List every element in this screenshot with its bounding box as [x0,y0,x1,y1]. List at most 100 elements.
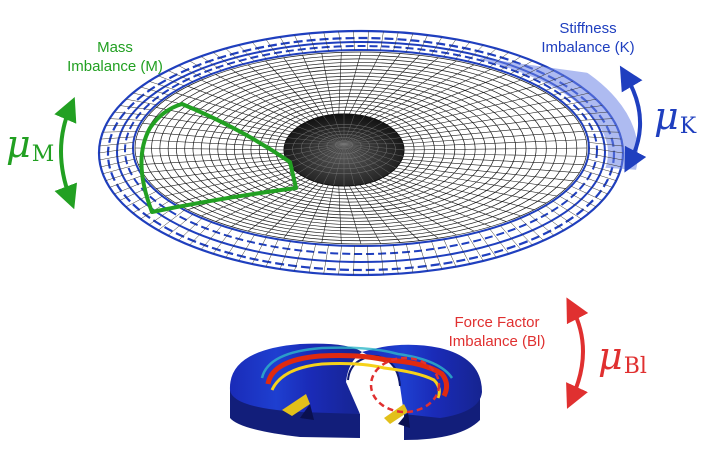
mesh-spoke [148,114,288,138]
mesh-spoke [354,185,401,243]
dome-spoke [343,143,405,151]
surround-spoke [559,195,590,214]
surround-spoke [308,33,316,53]
surround-spoke [167,70,194,82]
surround-spoke [251,237,267,265]
surround-spoke [125,98,157,106]
mesh-spoke [369,182,457,236]
surround-spoke [238,234,255,262]
mesh-spoke [364,183,439,239]
mu-m-symbol: μM [6,122,54,167]
dome-spoke [313,143,345,182]
surround-spoke [570,185,603,201]
mu-bl-sub: Bl [623,354,647,379]
mesh-spoke [156,164,290,189]
mesh-spoke [378,69,491,121]
surround-spoke [212,52,233,68]
mesh-spoke [247,180,315,232]
motor-cross-section [229,343,482,440]
surround-spoke [519,65,544,78]
mu-bl-symbol: μBl [598,334,647,379]
surround-spoke [100,158,135,168]
dome-spoke [343,143,397,169]
mesh-spoke [348,52,381,115]
surround-spoke [528,70,555,82]
dome-spoke [283,143,345,151]
surround-spoke [393,32,399,52]
surround-spoke [189,60,212,75]
surround-spoke [99,153,134,161]
mass-arrow [54,96,78,210]
surround-spoke [105,169,140,181]
dome-spoke [343,143,404,157]
surround-spoke [489,228,510,254]
surround-spoke [478,231,497,258]
surround-spoke [585,131,620,133]
surround-spoke [178,218,203,241]
dome-spoke [284,143,345,157]
dome-spoke [297,143,345,174]
dome-spoke [323,116,345,145]
surround-spoke [148,81,177,91]
mesh-spoke [215,177,306,222]
dome-spoke [343,126,391,145]
surround-spoke [575,111,608,116]
surround-spoke [212,228,233,254]
surround-inner [116,41,606,263]
surround-spoke [251,41,267,60]
surround-spoke [114,111,147,116]
surround-spoke [178,65,203,78]
stiffness-imbalance-label: Stiffness Imbalance (K) [528,19,648,57]
surround-dashed-inner [124,45,598,255]
surround-spoke [406,33,414,53]
dome-spoke [343,143,391,174]
surround-spoke [119,105,152,111]
motor-pole-left [282,394,310,416]
surround-spoke [588,142,623,147]
force-arrow [566,297,589,409]
mesh-spoke [321,185,334,243]
mesh-spoke [386,79,521,125]
mesh-spoke [138,155,285,165]
dome-spoke [333,143,345,186]
surround-spoke [367,245,369,275]
surround-spoke [200,56,222,71]
surround-spoke [100,136,135,140]
surround-spoke [140,86,170,96]
mesh-spoke [378,179,491,227]
mesh-spoke [400,114,574,138]
mesh-spoke [265,60,319,118]
mu-m-sub: M [31,142,55,167]
dome-spoke [343,143,365,184]
surround-spoke [200,225,222,250]
dome-spoke [343,131,397,145]
surround-spoke [431,241,443,270]
surround-spoke [109,118,143,121]
surround-spoke [323,244,329,274]
motor-top-left [229,343,362,414]
surround-spoke [528,214,555,236]
mu-bl-base: μ [598,334,623,378]
surround-spoke [467,234,484,262]
surround-spoke [323,32,329,52]
dome-spoke [287,137,345,145]
mesh-spoke [142,159,287,174]
mesh-spoke [215,74,306,123]
surround-spoke [132,92,163,101]
dome-spoke [297,126,345,145]
surround-spoke [380,31,384,51]
dome-spoke [343,137,401,145]
mesh-spoke [382,74,507,123]
surround-spoke [189,221,212,246]
surround-spoke [109,175,143,188]
dome-spoke [291,131,345,145]
surround-spoke [587,136,622,140]
surround-spoke [167,214,194,236]
mesh-spoke [382,177,507,222]
surround-spoke [537,209,564,231]
dome-spoke [305,143,345,178]
surround-spoke [279,36,291,55]
force-label-line2: Imbalance (Bl) [448,333,546,350]
surround-spoke [406,243,414,273]
